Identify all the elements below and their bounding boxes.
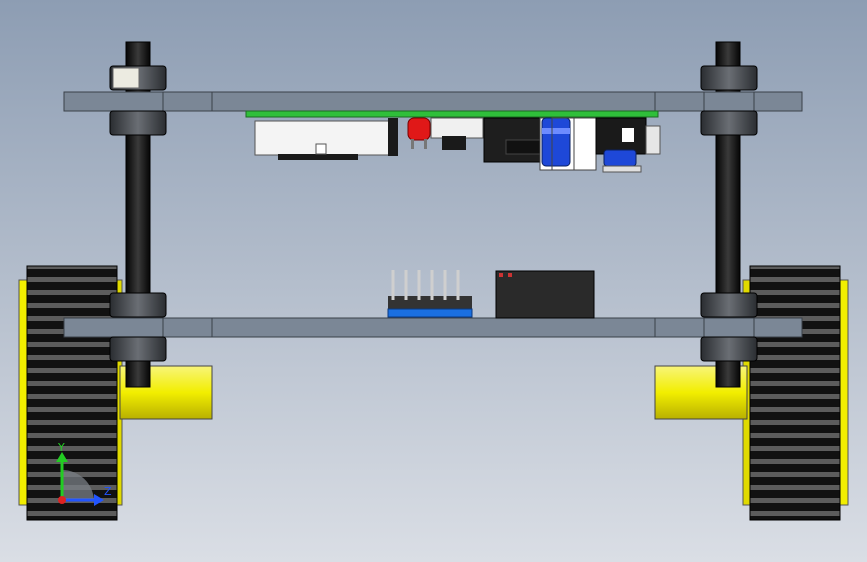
pin-header — [387, 270, 473, 318]
left-wheel[interactable] — [18, 265, 123, 521]
nuts-top-left — [109, 65, 167, 136]
right-wheel[interactable] — [742, 265, 849, 521]
coordinate-triad — [56, 452, 104, 506]
x-axis-point — [58, 496, 66, 504]
red-led — [407, 117, 431, 149]
top-plate[interactable] — [63, 91, 803, 112]
nuts-bottom-left — [109, 292, 167, 362]
dark-module — [495, 270, 595, 319]
pcb-components — [254, 117, 661, 173]
z-axis-label: Z — [104, 485, 112, 498]
blue-capacitor-left — [541, 117, 571, 167]
pcb-board[interactable] — [245, 110, 659, 118]
nuts-top-right — [700, 65, 758, 136]
bottom-plate[interactable] — [63, 317, 803, 338]
nuts-bottom-right — [700, 292, 758, 362]
blue-capacitor-right — [603, 149, 637, 167]
y-axis-label: Y — [58, 441, 65, 454]
